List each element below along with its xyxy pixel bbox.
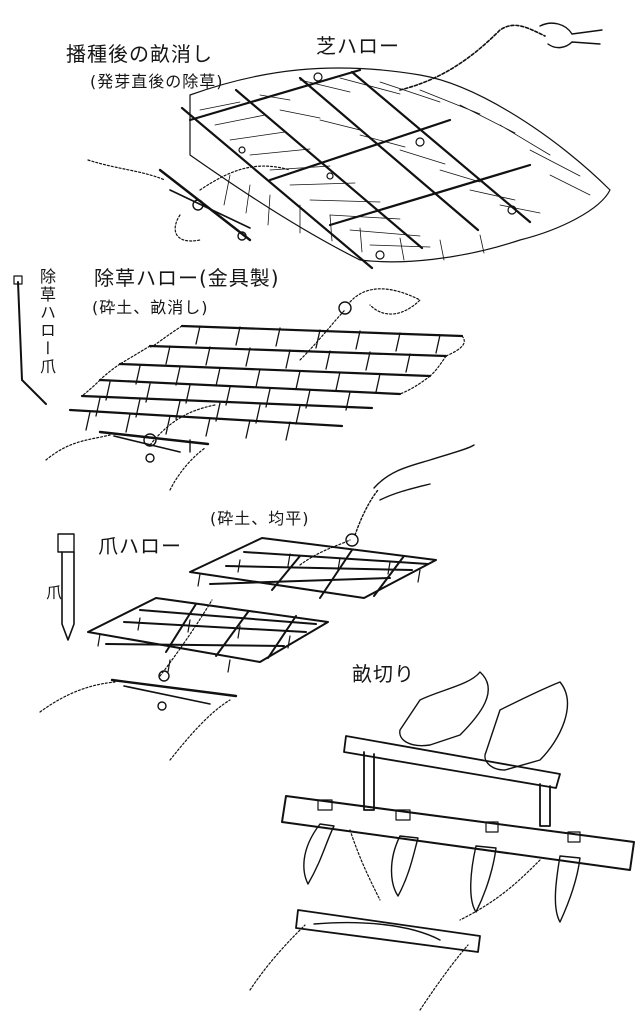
tsume-label: 爪 xyxy=(43,584,62,602)
unekiri-label: 畝切り xyxy=(352,662,415,686)
tsume-harrow-drawing xyxy=(39,444,475,761)
unekiri-drawing xyxy=(249,671,635,1011)
josou-harrow-sub-label: (砕土、畝消し) xyxy=(92,298,209,317)
title-label: 播種後の畝消し xyxy=(66,42,213,66)
josou-harrow-label: 除草ハロー(金具製) xyxy=(94,266,280,290)
title-sub-label: (発芽直後の除草) xyxy=(90,72,224,91)
tsume-harrow-label: 爪ハロー xyxy=(98,534,182,558)
shiba-harrow-drawing xyxy=(87,22,611,270)
josou-harrow-drawing xyxy=(13,275,465,491)
josou-tsume-label: 除草ハロー爪 xyxy=(37,268,56,376)
shiba-harrow-label: 芝ハロー xyxy=(316,34,400,58)
tsume-harrow-sub-label: (砕土、均平) xyxy=(210,509,310,528)
